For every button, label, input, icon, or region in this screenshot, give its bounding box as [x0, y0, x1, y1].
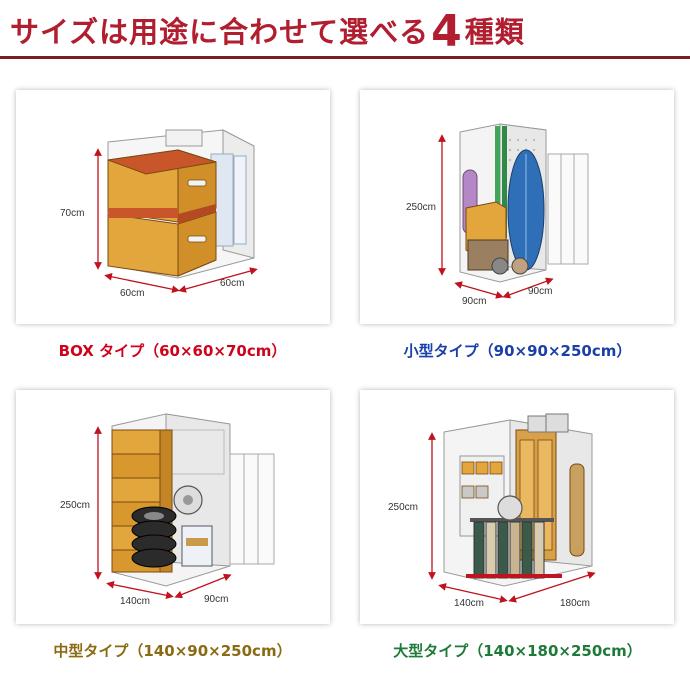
box-height-label: 70cm [60, 208, 84, 219]
caption-small-type: 小型タイプ（90×90×250cm） [403, 342, 632, 360]
small-unit-illustration: 250cm 90cm 90cm [406, 123, 589, 307]
box-width-label: 60cm [120, 288, 144, 299]
large-unit-illustration: 250cm 140cm 180cm [388, 413, 596, 609]
unit-card-medium: 250cm 140cm 90cm [16, 390, 330, 624]
large-depth-label: 180cm [560, 598, 590, 609]
title-number: 4 [431, 6, 463, 57]
caption-box-type: BOX タイプ（60×60×70cm） [58, 342, 287, 360]
medium-width-label: 140cm [120, 596, 150, 607]
large-width-label: 140cm [454, 598, 484, 609]
box-unit-illustration: 70cm 60cm 60cm [60, 129, 258, 299]
small-height-label: 250cm [406, 202, 436, 213]
small-depth-label: 90cm [528, 286, 552, 297]
medium-depth-label: 90cm [204, 594, 228, 605]
medium-height-label: 250cm [60, 500, 90, 511]
small-width-label: 90cm [462, 296, 486, 307]
unit-card-large: 250cm 140cm 180cm [360, 390, 674, 624]
caption-medium-type: 中型タイプ（140×90×250cm） [53, 642, 292, 660]
box-depth-label: 60cm [220, 278, 244, 289]
large-height-label: 250cm [388, 502, 418, 513]
unit-card-box: 70cm 60cm 60cm [16, 90, 330, 324]
page-header: サイズは用途に合わせて選べる4種類 [0, 0, 690, 62]
medium-unit-illustration: 250cm 140cm 90cm [60, 413, 275, 607]
title-suffix: 種類 [464, 15, 525, 49]
page-title: サイズは用途に合わせて選べる4種類 [10, 6, 525, 57]
title-prefix: サイズは用途に合わせて選べる [10, 15, 430, 49]
header-divider [0, 56, 690, 59]
unit-card-small: 250cm 90cm 90cm [360, 90, 674, 324]
caption-large-type: 大型タイプ（140×180×250cm） [393, 642, 642, 660]
